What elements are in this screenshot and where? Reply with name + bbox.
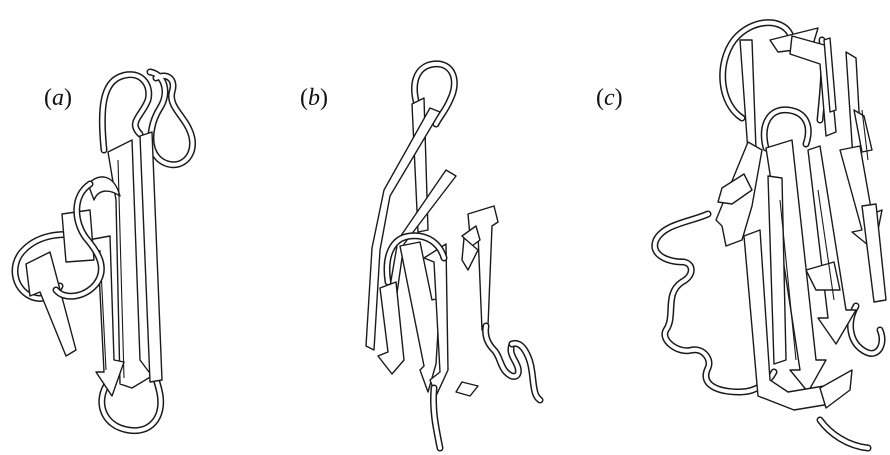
panel-label-c: (c) [596, 86, 623, 110]
panel-label-a: (a) [44, 86, 72, 110]
panel-label-c-letter: c [604, 85, 615, 111]
panel-label-b-letter: b [308, 85, 320, 111]
ribbon-structure-c [655, 23, 886, 448]
panel-label-b: (b) [300, 86, 328, 110]
panel-label-a-letter: a [52, 85, 64, 111]
ribbon-structure-a [15, 72, 192, 431]
ribbon-structure-b [366, 64, 540, 448]
